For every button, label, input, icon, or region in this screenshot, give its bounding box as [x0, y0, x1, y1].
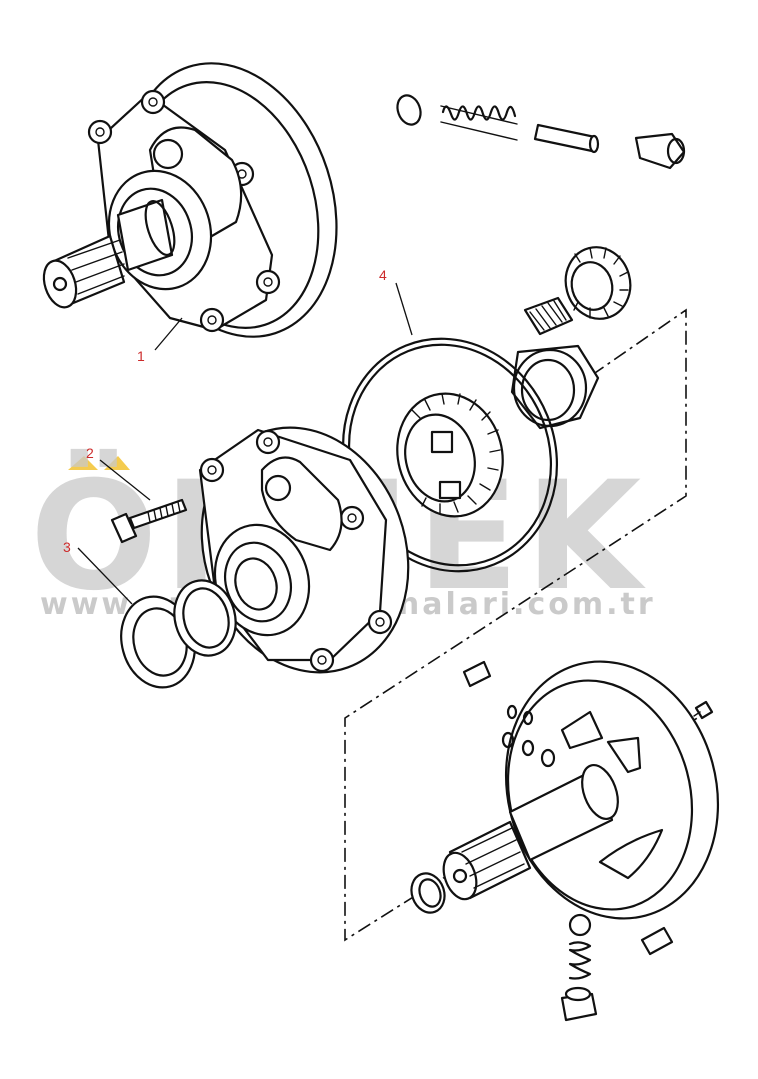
stator-support [442, 660, 720, 920]
pump-group-boundary [344, 308, 711, 942]
check-valve-plug [560, 986, 598, 1022]
small-screw [693, 700, 714, 720]
part-2-bolt [99, 459, 188, 544]
drive-gear-small [564, 246, 632, 320]
valve-plug [396, 94, 422, 126]
snap-ring [410, 872, 446, 914]
part-1-pump-body-assembly [42, 62, 338, 351]
stator-holes [501, 704, 556, 768]
dowel-pin-upper [462, 660, 492, 688]
valve-spring [440, 105, 518, 141]
callout-2: 2 [86, 445, 94, 461]
bearing-race [510, 344, 600, 430]
check-valve-spring [568, 941, 592, 980]
body-bolt-lugs [199, 429, 393, 673]
watermark-accent-icon [68, 456, 130, 470]
callout-4: 4 [379, 267, 387, 283]
valve-cap [634, 132, 686, 170]
callout-3: 3 [63, 539, 71, 555]
pump-front-body [198, 426, 410, 674]
dowel-pin-lower [640, 926, 674, 956]
seal-ring [173, 579, 237, 657]
valve-spool [533, 123, 600, 154]
internal-gear [396, 392, 504, 518]
check-valve-ball [568, 913, 592, 937]
callout-1: 1 [137, 348, 145, 364]
needle-bearing [523, 296, 574, 336]
